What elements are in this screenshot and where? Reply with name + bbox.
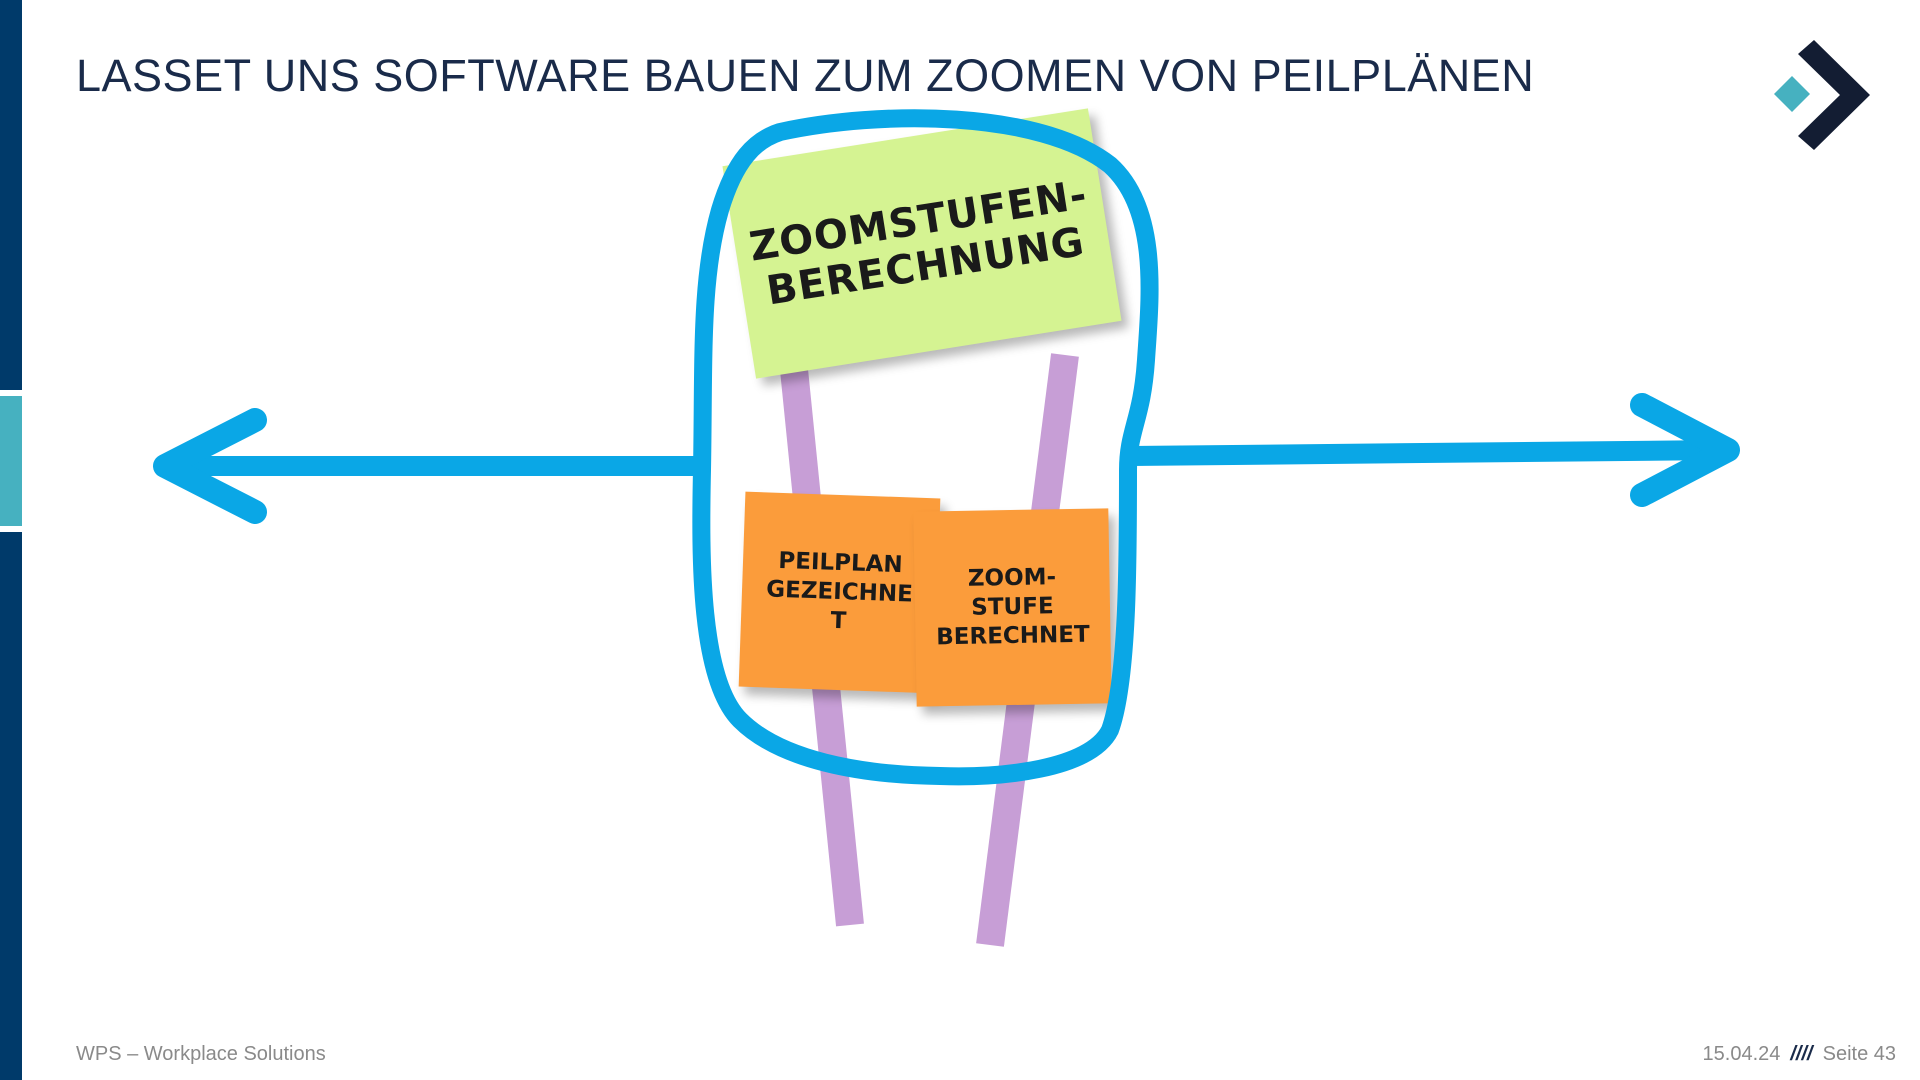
left-accent-bar-bottom bbox=[0, 532, 22, 1080]
left-arrow-head bbox=[153, 408, 267, 524]
left-accent-bar-top bbox=[0, 0, 22, 390]
sticky-note-event-peilplan: PEILPLAN GEZEICHNE T bbox=[738, 491, 941, 694]
footer-page-number: Seite 43 bbox=[1822, 1043, 1896, 1065]
footer-separator: //// bbox=[1790, 1043, 1813, 1065]
wps-logo-icon bbox=[1774, 40, 1870, 150]
slide-title: LASSET UNS SOFTWARE BAUEN ZUM ZOOMEN VON… bbox=[76, 50, 1535, 101]
sticky-note-event-zoomstufe: ZOOM- STUFE BERECHNET bbox=[913, 508, 1112, 707]
right-arrow-head bbox=[1630, 393, 1740, 507]
footer-company: WPS – Workplace Solutions bbox=[76, 1043, 326, 1065]
left-accent-bar-middle bbox=[0, 396, 22, 526]
right-arrow-shaft bbox=[1120, 440, 1730, 466]
footer-date: 15.04.24 bbox=[1702, 1043, 1781, 1065]
footer-meta: 15.04.24 //// Seite 43 bbox=[1703, 1043, 1896, 1066]
